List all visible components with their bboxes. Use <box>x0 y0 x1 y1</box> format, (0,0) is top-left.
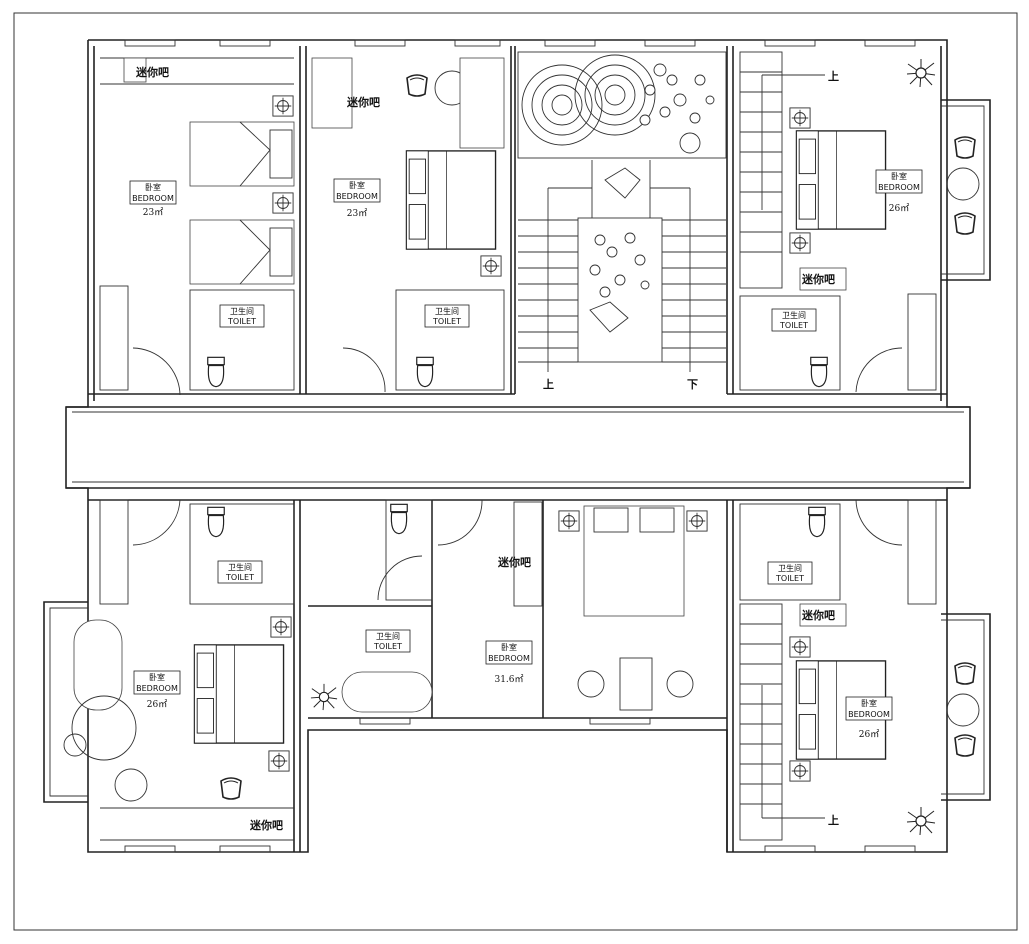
room-2-cn: 卧室 <box>349 180 365 190</box>
room-2-label: 卧室 BEDROOM 23㎡ <box>333 178 381 219</box>
room-2-area: 23㎡ <box>347 208 367 219</box>
central-stair: 上 下 <box>517 51 727 391</box>
minibar-label-2: 迷你吧 <box>346 95 380 109</box>
windows <box>124 39 916 853</box>
room-1-en: BEDROOM <box>132 194 174 203</box>
stair-up-label: 上 <box>543 377 554 391</box>
toilet-5-cn: 卫生间 <box>376 631 400 641</box>
toilet-3-label: 卫生间 TOILET <box>771 308 817 332</box>
room-4: 迷你吧 卧室 BEDROOM 26㎡ 卫生间 TOILET <box>63 499 295 841</box>
room-5-en: BEDROOM <box>488 654 530 663</box>
toilet-6-cn: 卫生间 <box>778 563 802 573</box>
room-6: 上 迷你吧 卧室 BEDROOM 26㎡ 卫生间 TOILET <box>739 499 980 841</box>
room-6-en: BEDROOM <box>848 710 890 719</box>
minibar-label-6: 迷你吧 <box>801 608 835 622</box>
room-2: 迷你吧 卧室 BEDROOM 23㎡ 卫生间 TOILET <box>311 57 505 393</box>
room-3: 上 迷你吧 卧室 BEDROOM 26㎡ 卫生间 TOILET <box>739 51 980 393</box>
room-4-en: BEDROOM <box>136 684 178 693</box>
toilet-6-en: TOILET <box>775 574 804 583</box>
room-4-label: 卧室 BEDROOM 26㎡ <box>133 670 181 710</box>
room-6-cn: 卧室 <box>861 698 877 708</box>
balcony-left <box>43 601 88 803</box>
room-3-cn: 卧室 <box>891 171 907 181</box>
stair-up-label-3: 上 <box>828 813 839 827</box>
room-4-cn: 卧室 <box>149 672 165 682</box>
room-3-label: 卧室 BEDROOM 26㎡ <box>875 169 923 214</box>
toilet-4-label: 卫生间 TOILET <box>217 560 263 584</box>
room-1-label: 卧室 BEDROOM 23㎡ <box>129 180 177 218</box>
stair-up-label-2: 上 <box>828 69 839 83</box>
room-1: 迷你吧 卧室 BEDROOM 23㎡ 卫生间 TOILET <box>99 57 295 396</box>
toilet-1-en: TOILET <box>227 317 256 326</box>
room-5: 迷你吧 卧室 BEDROOM 31.6㎡ 卫生间 TOILET <box>310 499 708 713</box>
toilet-1-label: 卫生间 TOILET <box>219 304 265 328</box>
toilet-2-label: 卫生间 TOILET <box>424 304 470 328</box>
toilet-4-cn: 卫生间 <box>228 562 252 572</box>
toilet-6-label: 卫生间 TOILET <box>767 561 813 585</box>
toilet-5-label: 卫生间 TOILET <box>365 629 411 653</box>
toilet-3-en: TOILET <box>779 321 808 330</box>
stair-down-label: 下 <box>687 378 698 391</box>
toilet-3-cn: 卫生间 <box>782 310 806 320</box>
toilet-5-en: TOILET <box>373 642 402 651</box>
toilet-2-cn: 卫生间 <box>435 306 459 316</box>
room-5-area: 31.6㎡ <box>494 674 523 685</box>
room-2-en: BEDROOM <box>336 192 378 201</box>
room-5-cn: 卧室 <box>501 642 517 652</box>
minibar-label-1: 迷你吧 <box>135 65 169 79</box>
room-6-label: 卧室 BEDROOM 26㎡ <box>845 696 893 740</box>
toilet-4-en: TOILET <box>225 573 254 582</box>
room-3-en: BEDROOM <box>878 183 920 192</box>
room-4-area: 26㎡ <box>147 699 167 710</box>
room-1-area: 23㎡ <box>143 207 163 218</box>
toilet-1-cn: 卫生间 <box>230 306 254 316</box>
room-3-area: 26㎡ <box>889 203 909 214</box>
room-5-label: 卧室 BEDROOM 31.6㎡ <box>485 640 533 685</box>
minibar-label-4: 迷你吧 <box>249 818 283 832</box>
room-1-cn: 卧室 <box>145 182 161 192</box>
balcony-right <box>941 99 991 801</box>
room-6-area: 26㎡ <box>859 729 879 740</box>
minibar-label-5: 迷你吧 <box>497 555 531 569</box>
toilet-2-en: TOILET <box>432 317 461 326</box>
minibar-label-3: 迷你吧 <box>801 272 835 286</box>
